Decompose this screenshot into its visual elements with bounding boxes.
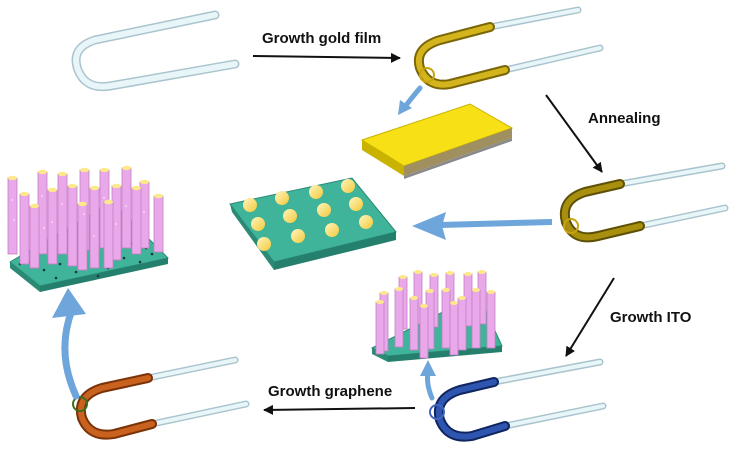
label-annealing: Annealing (588, 110, 661, 127)
ito-nanorod-array-icon (370, 270, 503, 362)
graphene-coated-u-fiber-icon (72, 356, 250, 440)
annealed-u-fiber-icon (559, 162, 729, 243)
arrow-zoom-graphene (52, 288, 86, 400)
arrow-graphene (263, 404, 416, 415)
arrow-ito (565, 277, 615, 357)
arrow-gold-film (252, 52, 401, 63)
label-growth-gold-film: Growth gold film (262, 30, 382, 47)
gold-film-plate-icon (360, 103, 514, 179)
label-growth-graphene: Growth graphene (268, 383, 393, 400)
gold-coated-u-fiber-icon (414, 6, 604, 90)
arrow-annealing (545, 94, 603, 173)
arrow-zoom-ito (420, 360, 436, 401)
bare-u-fiber-icon (71, 10, 240, 92)
label-growth-ito: Growth ITO (610, 309, 692, 326)
nanoparticle-plate-icon (229, 177, 397, 270)
ito-coated-u-fiber-icon (429, 358, 607, 442)
arrow-zoom-annealed (412, 212, 553, 240)
graphene-nanorod-array-icon (7, 165, 170, 292)
